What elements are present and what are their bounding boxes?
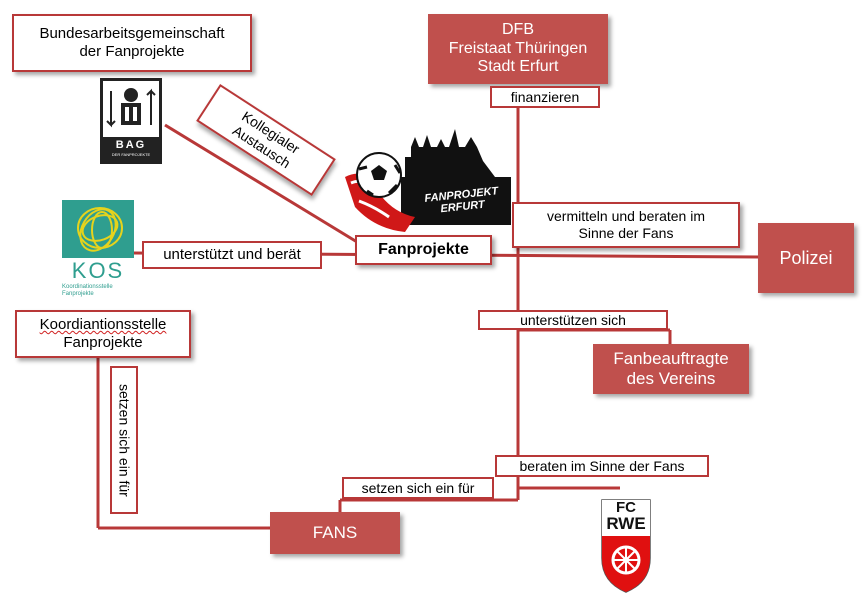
- vermitteln-line2: Sinne der Fans: [578, 225, 674, 241]
- fcrwe-crest-icon: [601, 499, 651, 593]
- funder-box: DFB Freistaat Thüringen Stadt Erfurt: [428, 14, 608, 84]
- unterstuetzen-sich-label: unterstützen sich: [478, 310, 668, 330]
- bag-logo-figure-icon: [103, 85, 159, 161]
- bag-logo-text: BAG: [115, 139, 147, 151]
- finanzieren-text: finanzieren: [510, 89, 580, 105]
- beraten-text: beraten im Sinne der Fans: [519, 458, 685, 474]
- kos-logo-sub1: Koordinationsstelle: [62, 284, 113, 290]
- vermitteln-line1: vermitteln und beraten im: [547, 208, 705, 225]
- bag-box-line1: Bundesarbeitsgemeinschaft: [39, 25, 225, 42]
- fans-box: FANS: [270, 512, 400, 554]
- setzen-vertical-text: setzen sich ein für: [116, 383, 133, 497]
- fcrwe-line1: FC: [616, 499, 636, 516]
- fcrwe-logo-text: FC RWE: [598, 500, 654, 532]
- funder-line3: Stadt Erfurt: [477, 58, 559, 76]
- beraten-label: beraten im Sinne der Fans: [495, 455, 709, 477]
- fanbeauftragte-line1: Fanbeauftragte: [613, 349, 729, 369]
- kos-logo-sub2: Fanprojekte: [62, 291, 94, 297]
- setzen-horizontal-label: setzen sich ein für: [342, 477, 494, 499]
- fanprojekte-title: Fanprojekte: [378, 241, 469, 259]
- fcrwe-logo: FC RWE: [598, 498, 654, 594]
- bag-box-line2: der Fanprojekte: [79, 43, 185, 60]
- unterstuetzt-label: unterstützt und berät: [142, 241, 322, 269]
- fanprojekt-erfurt-logo: FANPROJEKT ERFURT: [345, 117, 515, 235]
- fanbeauftragte-box: Fanbeauftragte des Vereins: [593, 344, 749, 394]
- unterstuetzt-text: unterstützt und berät: [163, 246, 301, 263]
- fcrwe-line2: RWE: [606, 514, 646, 533]
- funder-line1: DFB: [502, 21, 534, 39]
- bag-logo-subtext: DER FANPROJEKTE: [111, 152, 151, 157]
- unterstuetzen-sich-text: unterstützen sich: [520, 312, 626, 328]
- kos-box-line2: Fanprojekte: [63, 334, 143, 351]
- kos-box: Koordiantionsstelle Fanprojekte: [15, 310, 191, 358]
- polizei-text: Polizei: [779, 247, 833, 268]
- finanzieren-label: finanzieren: [490, 86, 600, 108]
- line-bag-fanprojekte: [164, 123, 363, 247]
- fanprojekte-center-box: Fanprojekte: [355, 235, 492, 265]
- kos-logo-text: KOS: [71, 258, 125, 283]
- setzen-horizontal-text: setzen sich ein für: [361, 480, 475, 496]
- fans-text: FANS: [312, 523, 358, 543]
- bag-box: Bundesarbeitsgemeinschaft der Fanprojekt…: [12, 14, 252, 72]
- kos-logo-square: [62, 200, 134, 258]
- bag-logo: BAG DER FANPROJEKTE: [100, 78, 162, 164]
- funder-line2: Freistaat Thüringen: [448, 39, 588, 57]
- polizei-box: Polizei: [758, 223, 854, 293]
- setzen-vertical-label: setzen sich ein für: [110, 366, 138, 514]
- fanbeauftragte-line2: des Vereins: [626, 369, 716, 388]
- kos-box-line1: Koordiantionsstelle: [39, 316, 167, 333]
- kos-yarn-icon: [77, 207, 123, 252]
- fanprojekt-skyline-icon: [345, 129, 511, 232]
- vermitteln-label: vermitteln und beraten im Sinne der Fans: [512, 202, 740, 248]
- kos-logo: KOS Koordinationsstelle Fanprojekte: [62, 200, 134, 300]
